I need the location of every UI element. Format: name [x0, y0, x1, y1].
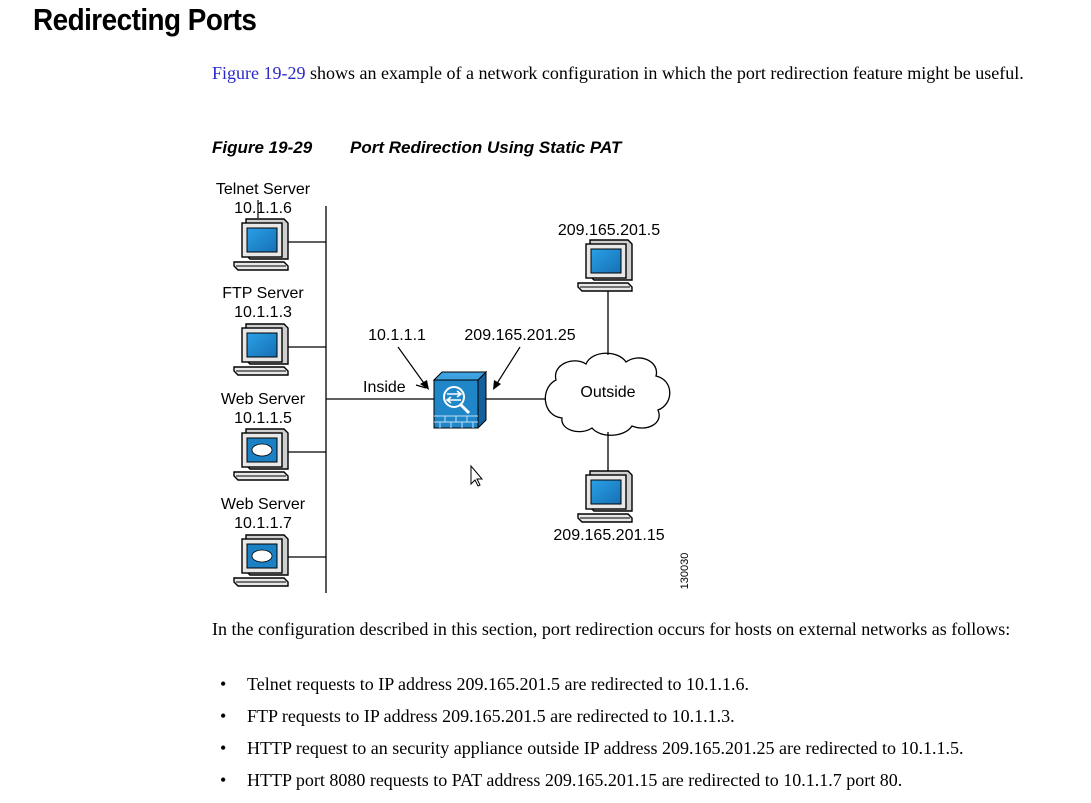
ftp-server-name: FTP Server — [222, 285, 304, 302]
web-server-2-name: Web Server — [221, 496, 306, 513]
description-paragraph: In the configuration described in this s… — [212, 619, 1011, 639]
intro-paragraph: Figure 19-29 shows an example of a netwo… — [212, 62, 1042, 85]
ftp-server-ip: 10.1.1.3 — [234, 304, 292, 321]
web-server-2-ip: 10.1.1.7 — [234, 515, 292, 532]
redirect-list: Telnet requests to IP address 209.165.20… — [212, 673, 1072, 801]
cloud-label: Outside — [580, 384, 635, 401]
inside-label: Inside — [363, 379, 406, 396]
mouse-cursor-icon — [470, 464, 484, 487]
ftp-server-icon — [233, 323, 289, 376]
web-server-1-name: Web Server — [221, 391, 306, 408]
intro-text: shows an example of a network configurat… — [305, 63, 1024, 83]
list-item: HTTP request to an security appliance ou… — [212, 737, 1072, 769]
outside-host-bottom-ip: 209.165.201.15 — [553, 527, 664, 544]
telnet-server-ip: 10.1.1.6 — [234, 200, 292, 217]
security-appliance-icon — [432, 370, 488, 429]
figure-caption: Figure 19-29 Port Redirection Using Stati… — [212, 138, 621, 158]
outside-host-top-icon — [577, 239, 633, 292]
figure-link[interactable]: Figure 19-29 — [212, 63, 306, 83]
outside-cloud-icon — [544, 352, 671, 436]
figure-title: Port Redirection Using Static PAT — [350, 138, 622, 157]
telnet-server-icon — [233, 218, 289, 271]
list-item: FTP requests to IP address 209.165.201.5… — [212, 705, 1072, 737]
outside-ip-label: 209.165.201.25 — [464, 327, 575, 344]
list-item: Telnet requests to IP address 209.165.20… — [212, 673, 1072, 705]
outside-host-top-ip: 209.165.201.5 — [558, 222, 660, 239]
figure-number: Figure 19-29 — [212, 138, 313, 157]
figure-id: 130030 — [679, 553, 691, 590]
section-heading: Redirecting Ports — [33, 2, 257, 37]
inside-ip-label: 10.1.1.1 — [368, 327, 426, 344]
list-item: HTTP port 8080 requests to PAT address 2… — [212, 769, 1072, 801]
web-server-1-icon — [233, 428, 289, 481]
outside-host-bottom-icon — [577, 470, 633, 523]
web-server-2-icon — [233, 534, 289, 587]
telnet-server-name: Telnet Server — [216, 181, 311, 198]
web-server-1-ip: 10.1.1.5 — [234, 410, 292, 427]
